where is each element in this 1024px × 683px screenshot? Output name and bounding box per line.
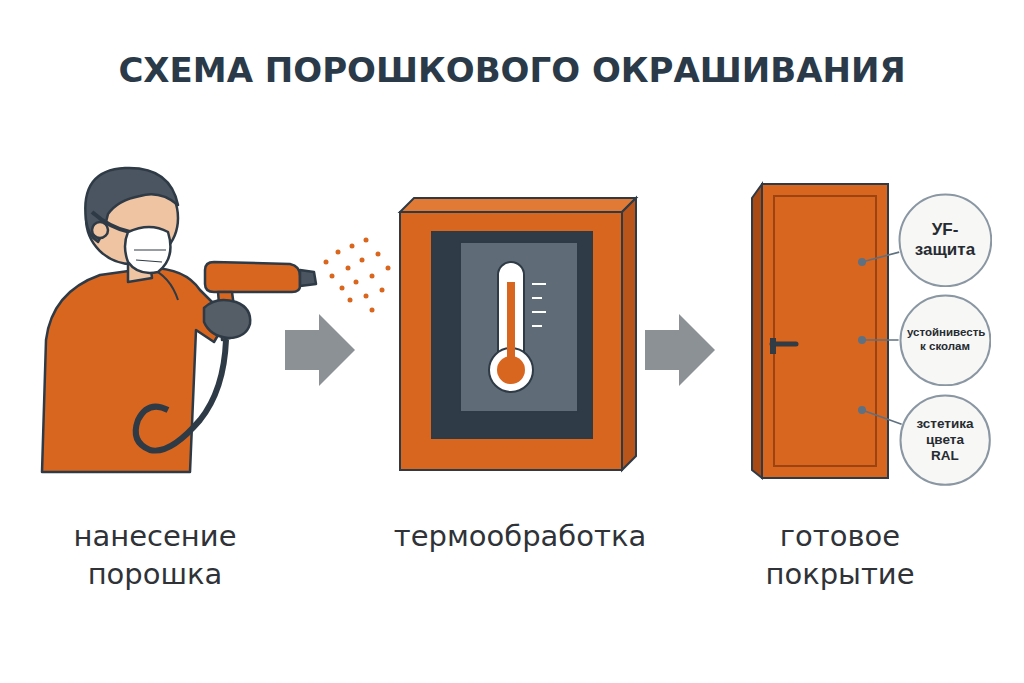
flow-arrow	[645, 314, 715, 386]
feature-label: зстетика цвета RAL	[913, 416, 977, 465]
powder-spray	[324, 238, 391, 313]
stage-caption: готовое покрытие	[720, 518, 960, 593]
feature-circle: УF- защита	[898, 193, 993, 288]
leader-line	[862, 339, 899, 341]
flow-arrow	[285, 314, 355, 386]
process-stage: готовое покрытие	[715, 178, 890, 478]
feature-circle: зстетика цвета RAL	[899, 394, 991, 486]
door	[752, 184, 888, 478]
feature-label: УF- защита	[909, 220, 981, 261]
leader-line	[862, 252, 899, 262]
process-stage: термообработка	[355, 195, 645, 475]
worker-figure	[42, 168, 316, 472]
feature-label: устойнивесть к сколам	[907, 326, 983, 354]
leader-dot	[858, 336, 866, 344]
stage-caption: термообработка	[360, 518, 680, 556]
diagram-title: СХЕМА ПОРОШКОВОГО ОКРАШИВАНИЯ	[0, 50, 1024, 90]
stage-caption: нанесение порошка	[35, 518, 275, 593]
feature-circle: устойнивесть к сколам	[899, 294, 992, 387]
leader-line	[862, 410, 902, 424]
leader-dot	[858, 258, 866, 266]
leader-dot	[858, 406, 866, 414]
process-stage: нанесение порошка	[40, 150, 285, 480]
curing-oven	[400, 198, 636, 470]
